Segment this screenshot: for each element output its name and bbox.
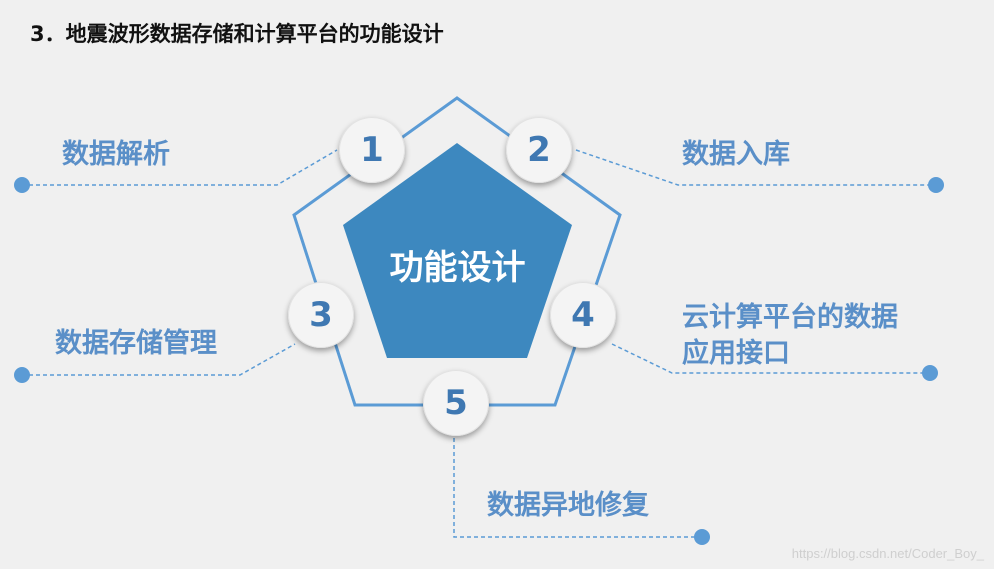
connector-line-5: [453, 438, 700, 538]
node-3-label: 数据存储管理: [55, 328, 217, 359]
node-1-number: 1: [339, 117, 405, 183]
node-2-number: 2: [506, 117, 572, 183]
node-4-label-line2: 应用接口: [682, 338, 790, 369]
node-5-label: 数据异地修复: [487, 490, 649, 521]
connector-line-3: [22, 343, 296, 376]
connector-line-4: [611, 343, 930, 374]
connector-line-2: [575, 149, 936, 186]
endpoint-dot-1: [14, 177, 30, 193]
inner-pentagon: [343, 143, 572, 358]
watermark: https://blog.csdn.net/Coder_Boy_: [791, 546, 984, 561]
endpoint-dot-2: [928, 177, 944, 193]
node-1-label: 数据解析: [62, 139, 170, 170]
node-5-number: 5: [423, 370, 489, 436]
center-title: 功能设计: [389, 248, 526, 288]
page-title: 3．地震波形数据存储和计算平台的功能设计: [30, 22, 444, 46]
endpoint-dot-4: [922, 365, 938, 381]
endpoint-dot-3: [14, 367, 30, 383]
node-3-number: 3: [288, 282, 354, 348]
node-4-label-line1: 云计算平台的数据: [682, 302, 898, 333]
endpoint-dot-5: [694, 529, 710, 545]
node-4-number: 4: [550, 282, 616, 348]
connector-line-1: [22, 149, 338, 186]
node-2-label: 数据入库: [682, 139, 790, 170]
